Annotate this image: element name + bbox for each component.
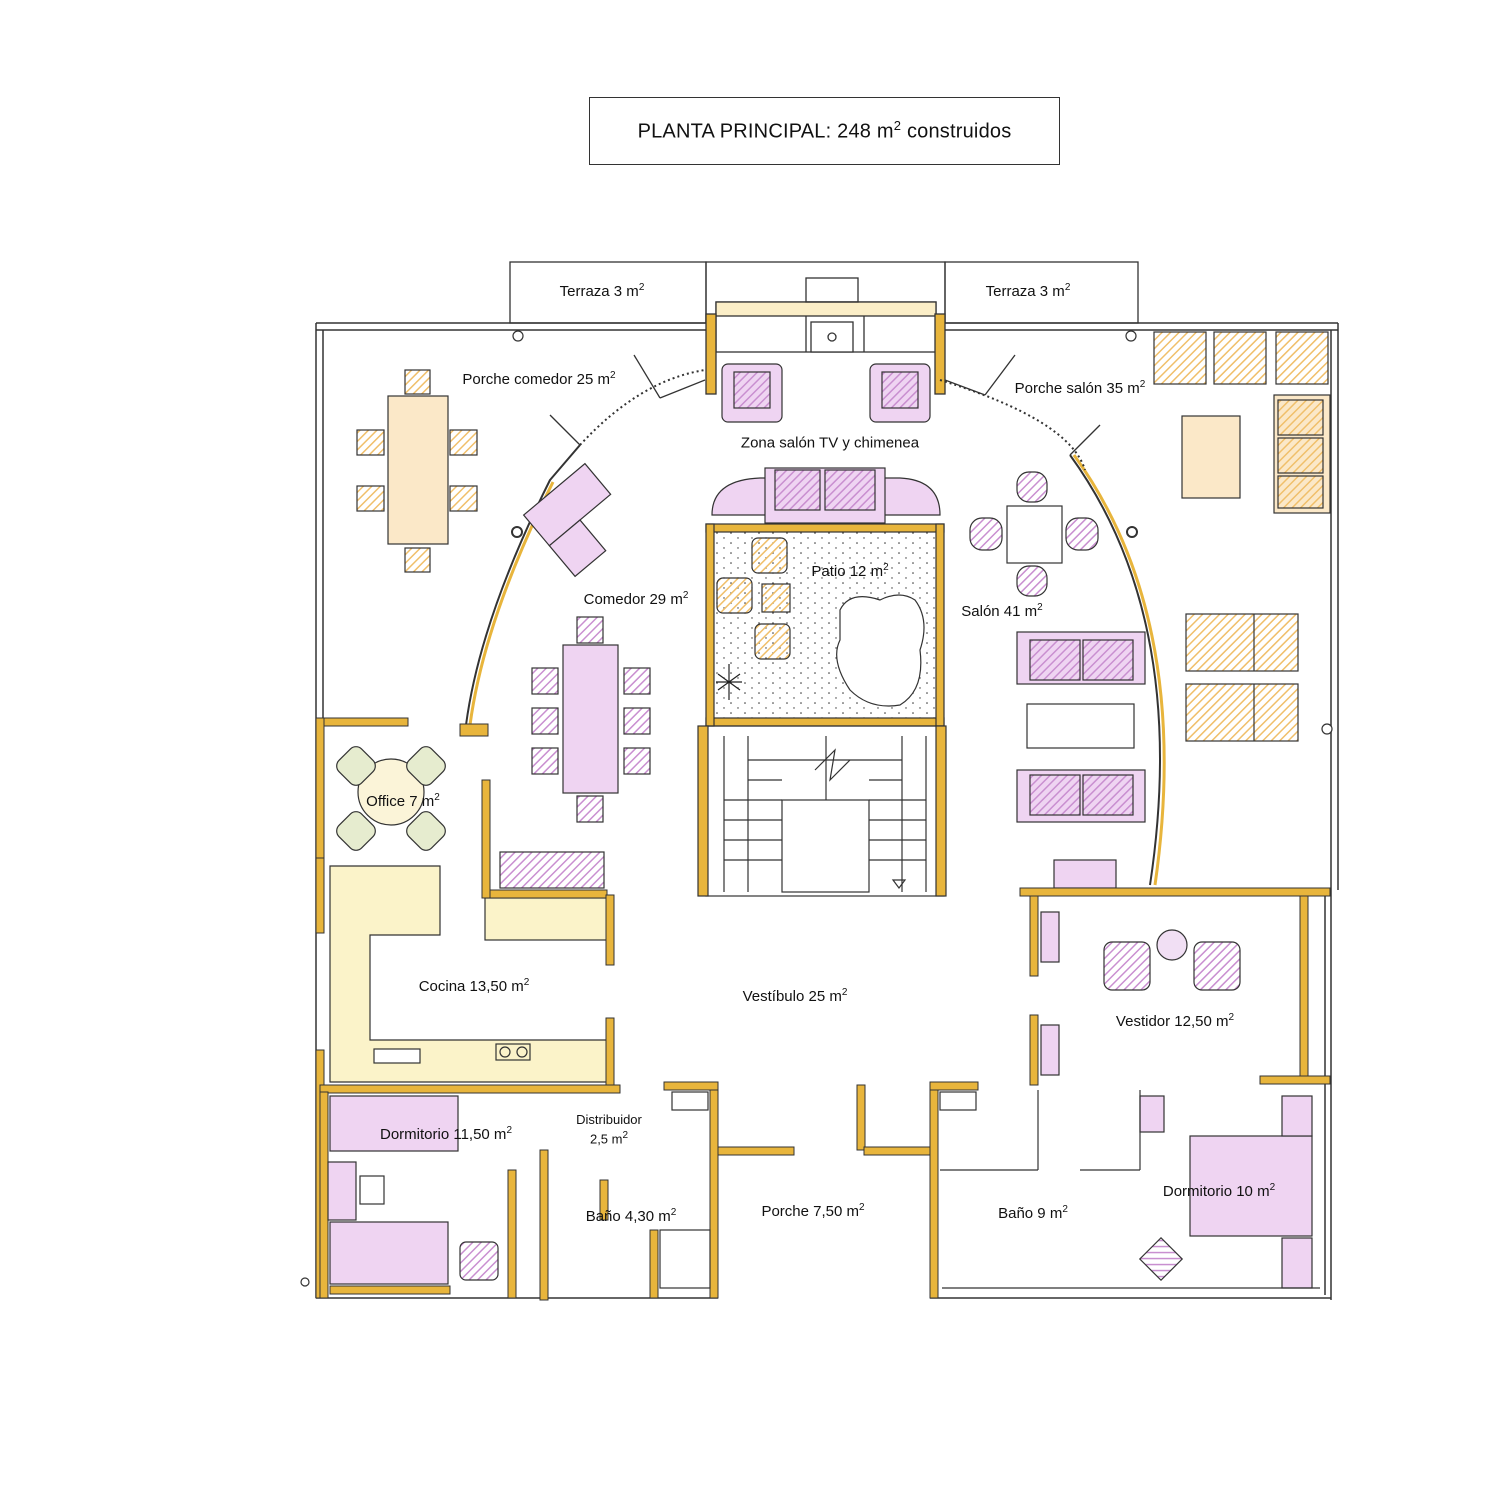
interior-walls [315, 717, 1331, 1301]
bathroom-right-fixtures [939, 1090, 1165, 1171]
room-label-distribuidor: Distribuidor [576, 1111, 642, 1127]
room-label-comedor: Comedor 29 m2 [583, 590, 689, 609]
dressing-room-furniture [1040, 911, 1241, 1076]
kitchen-furniture [329, 851, 609, 1083]
room-label-dormitorio-right: Dormitorio 10 m2 [1162, 1182, 1276, 1201]
room-label-porche-entrada: Porche 7,50 m2 [761, 1202, 865, 1221]
plan-title-box: PLANTA PRINCIPAL: 248 m2 construidos [589, 97, 1060, 165]
dining-room-furniture [522, 462, 651, 823]
room-label-zona-tv: Zona salón TV y chimenea [740, 434, 920, 452]
room-label-patio: Patio 12 m2 [811, 562, 889, 581]
room-label-cocina: Cocina 13,50 m2 [418, 977, 530, 996]
room-label-porche-salon: Porche salón 35 m2 [1014, 379, 1146, 398]
room-label-porche-comedor: Porche comedor 25 m2 [462, 370, 616, 389]
bedroom-right-furniture [1138, 1095, 1313, 1289]
living-room-furniture [969, 471, 1146, 889]
patio [705, 523, 945, 727]
room-label-terraza-left: Terraza 3 m2 [559, 282, 645, 301]
columns [300, 330, 1333, 1287]
tv-zone-furniture [711, 363, 941, 524]
bedroom-left-furniture [327, 1095, 499, 1285]
room-label-salon: Salón 41 m2 [961, 602, 1043, 621]
porch-dining-set [356, 369, 478, 573]
staircase [697, 725, 947, 897]
room-label-bano-right: Baño 9 m2 [998, 1204, 1068, 1223]
plan-title: PLANTA PRINCIPAL: 248 m2 construidos [637, 118, 1012, 143]
bathroom-left-fixtures [659, 1091, 711, 1289]
room-label-terraza-right: Terraza 3 m2 [985, 282, 1071, 301]
misc-lines [942, 1090, 1320, 1289]
room-label-vestidor: Vestidor 12,50 m2 [1115, 1012, 1235, 1031]
fireplace [705, 277, 946, 395]
door-swings [549, 354, 1101, 456]
room-label-distribuidor-area: 2,5 m2 [589, 1130, 629, 1147]
room-label-bano-left: Baño 4,30 m2 [585, 1207, 677, 1226]
room-label-office: Office 7 m2 [366, 792, 440, 811]
room-label-vestibulo: Vestíbulo 25 m2 [742, 987, 848, 1006]
terraces [509, 261, 1139, 324]
porch-lounge-furniture [1153, 331, 1331, 742]
room-label-dormitorio-left: Dormitorio 11,50 m2 [380, 1125, 512, 1144]
office-furniture [336, 746, 446, 851]
